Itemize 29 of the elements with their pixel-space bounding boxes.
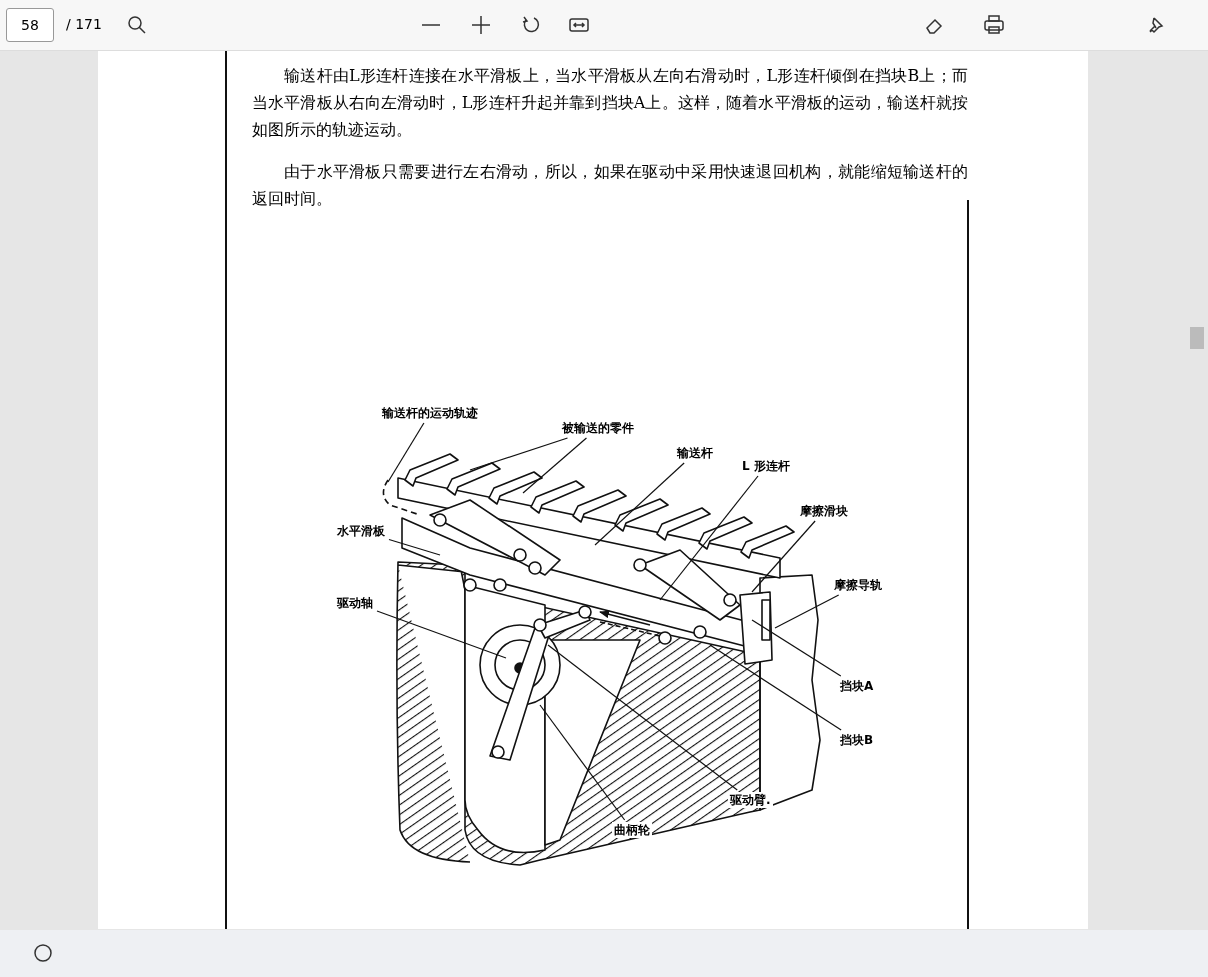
leader-line	[659, 475, 759, 601]
paragraph: 由于水平滑板只需要进行左右滑动，所以，如果在驱动中采用快速退回机构，就能缩短输送杆的返回时间。	[252, 161, 968, 210]
page-count: / 171	[66, 16, 102, 32]
part-label: 挡块B	[838, 732, 876, 748]
part-label: 输送杆	[675, 445, 715, 461]
leader-line	[522, 437, 588, 494]
part-label: 挡块A	[838, 678, 876, 694]
leader-line	[709, 644, 842, 731]
leader-line	[547, 644, 738, 791]
leader-line	[469, 437, 569, 471]
leader-line	[388, 538, 441, 556]
part-label: 水平滑板	[335, 523, 387, 539]
part-label: L 形连杆	[740, 458, 792, 474]
part-label: 摩擦导轨	[832, 577, 884, 593]
paragraph: 输送杆由L形连杆连接在水平滑板上，当水平滑板从左向右滑动时，L形连杆倾倒在挡块B上；而当水平滑板从右向左滑动时，L形连杆升起并靠到挡块A上。这样，随着水平滑板的运动，输送杆就按如图所示的轨迹运动。	[252, 65, 968, 141]
part-label: 驱动轴	[335, 595, 375, 611]
leader-line	[376, 610, 507, 659]
leader-line	[387, 422, 425, 483]
part-label: 输送杆的运动轨迹	[380, 405, 480, 421]
leader-line	[539, 704, 626, 821]
page-number-field: 58	[6, 8, 54, 42]
part-label: 驱动臂.	[728, 792, 773, 808]
part-label: 被输送的零件	[560, 420, 636, 436]
leader-line	[751, 520, 816, 593]
part-label: 曲柄轮	[612, 822, 652, 838]
leader-line	[751, 619, 842, 677]
leader-line	[774, 594, 840, 629]
part-label: 摩擦滑块	[798, 503, 850, 519]
leader-line	[594, 462, 685, 546]
